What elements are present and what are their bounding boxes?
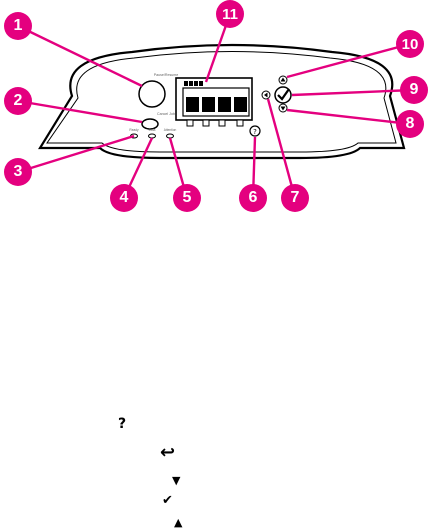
callout-9: 9: [400, 76, 428, 104]
help-icon: ?: [118, 416, 127, 432]
legend-row-up: ▲: [174, 512, 182, 532]
up-arrow-icon: ▲: [174, 515, 183, 529]
callout-10: 10: [396, 30, 424, 58]
pause-resume-label: Pause/Resume: [154, 73, 179, 77]
display-indicators: [186, 119, 244, 127]
callout-6: 6: [239, 184, 267, 212]
pause-resume-button[interactable]: [138, 80, 166, 108]
back-arrow-icon: [264, 92, 268, 98]
legend-row-help: ?: [118, 414, 126, 434]
callout-1: 1: [4, 12, 32, 40]
data-led-label: Data: [149, 128, 156, 132]
select-checkmark-icon: [277, 88, 290, 101]
ready-led-label: Ready: [129, 128, 139, 132]
down-arrow-icon: [280, 106, 286, 111]
cancel-job-label: Cancel Job: [157, 112, 175, 116]
callout-11: 11: [216, 0, 244, 28]
select-checkmark-icon: ✔: [162, 492, 173, 508]
callout-4: 4: [110, 184, 138, 212]
callout-5: 5: [173, 184, 201, 212]
up-arrow-icon: [280, 77, 286, 82]
data-led: [148, 133, 156, 139]
legend-row-down: ▼: [172, 470, 180, 490]
back-arrow-icon: ↩: [160, 441, 176, 463]
cancel-job-button[interactable]: [141, 118, 159, 130]
panel-inner-edge: [46, 51, 397, 153]
callout-2: 2: [4, 87, 32, 115]
down-arrow-icon: ▼: [172, 473, 181, 487]
callout-3: 3: [4, 158, 32, 186]
display-text-block: [184, 81, 203, 86]
callout-8: 8: [396, 110, 424, 138]
callout-7: 7: [281, 184, 309, 212]
help-button-symbol: ?: [253, 128, 257, 136]
legend-row-select: ✔: [162, 490, 173, 510]
display-segments: [186, 97, 247, 112]
attention-led-label: Attention: [164, 128, 177, 132]
attention-led: [166, 133, 174, 139]
help-button[interactable]: [249, 125, 261, 137]
legend-row-back: ↩: [160, 441, 176, 463]
